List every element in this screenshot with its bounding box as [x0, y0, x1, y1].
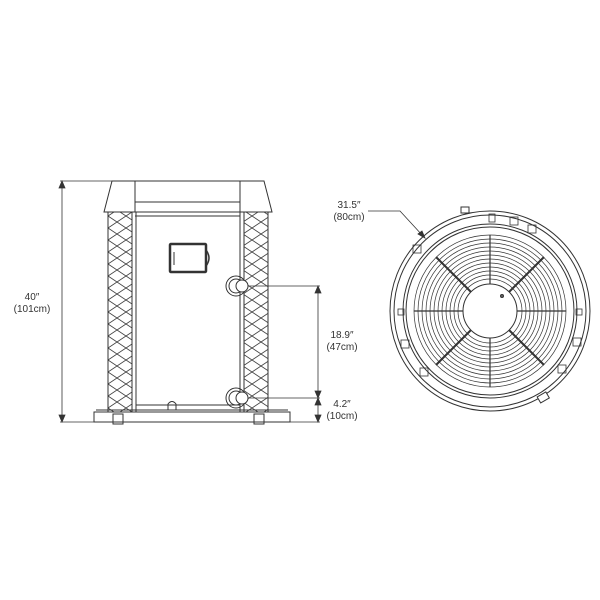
- height-metric: (101cm): [13, 304, 51, 315]
- left-coil: [107, 211, 133, 413]
- height-imperial: 40″: [24, 292, 40, 303]
- port-spacing-metric: (47cm): [326, 342, 358, 353]
- side-view: [93, 180, 291, 425]
- top-view: [389, 206, 591, 412]
- port-height-metric: (10cm): [326, 411, 358, 422]
- grille-spokes: [414, 235, 566, 387]
- diameter-label: 31.5″ (80cm): [328, 200, 370, 224]
- port-height-imperial: 4.2″: [333, 399, 351, 410]
- height-label: 40″ (101cm): [10, 292, 54, 316]
- port-height-label: 4.2″ (10cm): [322, 399, 362, 423]
- control-panel: [168, 242, 208, 274]
- right-coil: [243, 211, 269, 413]
- dimension-lines: [58, 179, 322, 424]
- port-spacing-imperial: 18.9″: [330, 330, 354, 341]
- top-cap: [103, 180, 273, 213]
- diameter-imperial: 31.5″: [337, 200, 361, 211]
- diameter-leader: [368, 210, 426, 239]
- diameter-metric: (80cm): [333, 212, 365, 223]
- port-spacing-label: 18.9″ (47cm): [322, 330, 362, 354]
